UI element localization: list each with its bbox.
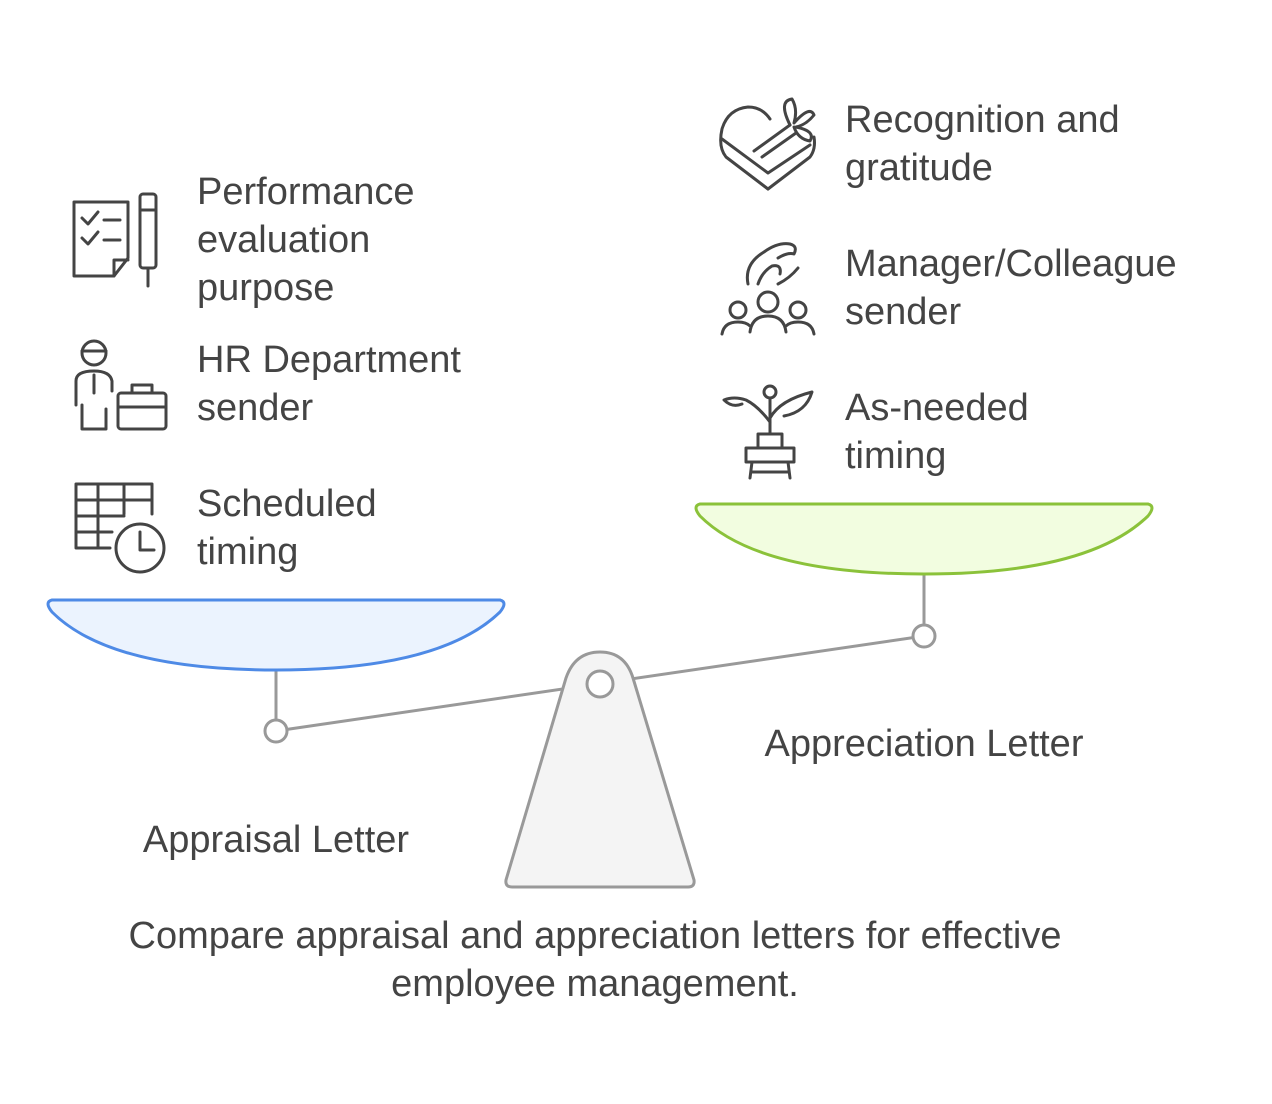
appraisal-letter-label: Appraisal Letter (142, 819, 410, 861)
plant-pot-icon (722, 384, 814, 480)
team-hand-icon (720, 242, 816, 336)
appraisal-item-purpose: Performance evaluation purpose (197, 171, 415, 309)
checklist-pen-icon (72, 192, 158, 288)
appraisal-item-timing: Scheduled timing (197, 483, 377, 573)
appraisal-item-sender: HR Department sender (197, 339, 461, 429)
scale-stand (504, 650, 696, 889)
left-pan (46, 598, 506, 672)
right-pivot (911, 623, 937, 649)
caption: Compare appraisal and appreciation lette… (128, 915, 1062, 1005)
appreciation-letter-label: Appreciation Letter (764, 723, 1084, 765)
heart-gift-icon (719, 97, 816, 191)
stand-pivot (585, 669, 615, 699)
person-briefcase-icon (74, 339, 168, 431)
left-pivot (263, 718, 289, 744)
appreciation-item-purpose: Recognition and gratitude (845, 99, 1120, 189)
right-pan (694, 502, 1154, 576)
calendar-clock-icon (74, 482, 166, 574)
appreciation-item-sender: Manager/Colleague sender (845, 243, 1177, 333)
appreciation-item-timing: As-needed timing (845, 387, 1029, 477)
